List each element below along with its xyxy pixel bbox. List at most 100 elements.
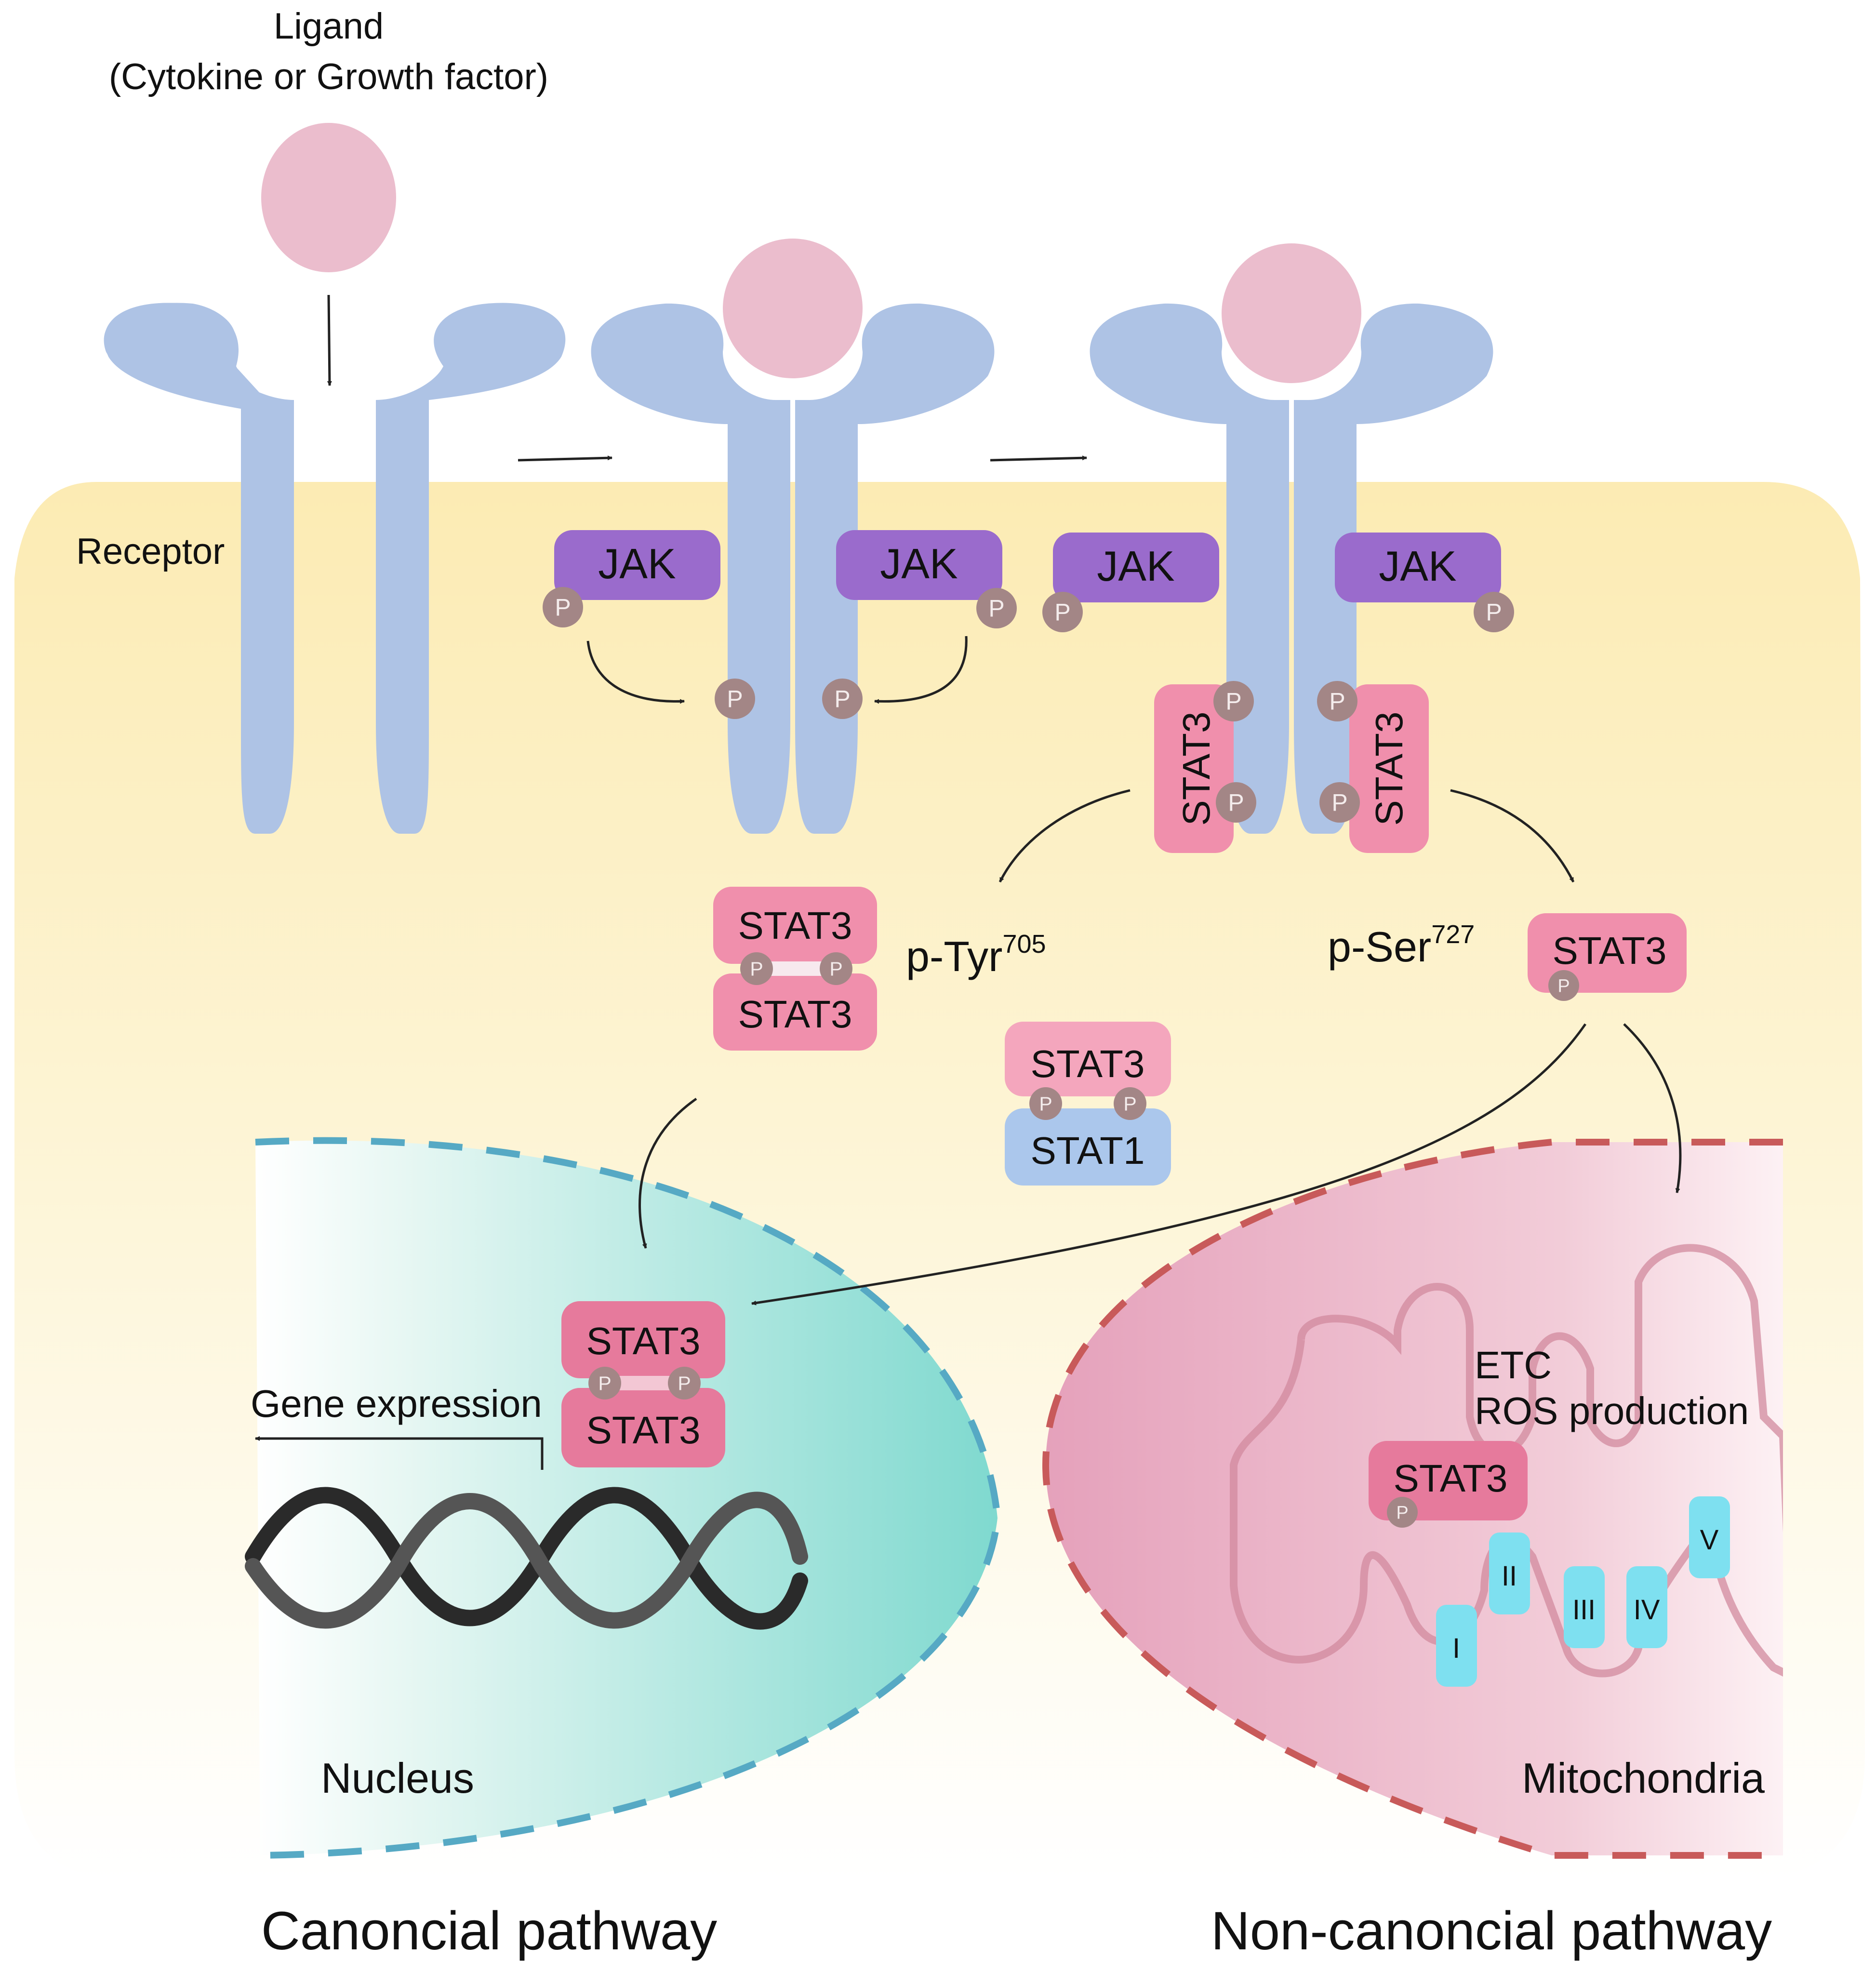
arrow-pser-to-mito xyxy=(1623,1023,1682,1193)
stat3-label: STAT3 xyxy=(1368,711,1410,826)
arrow-jak-left xyxy=(586,640,685,704)
jak-label: JAK xyxy=(880,540,958,587)
arrow-to-nucleus xyxy=(639,1097,697,1249)
phosphate-label: P xyxy=(750,958,763,980)
phosphate-label: P xyxy=(1225,688,1241,715)
ligand-bound-2 xyxy=(723,239,863,378)
jak-step2-right: JAK xyxy=(836,530,1002,600)
jak-label: JAK xyxy=(598,540,676,587)
jak-step3-left: JAK xyxy=(1053,533,1219,602)
phosphate-icon xyxy=(1042,592,1083,632)
etc-label: ETC xyxy=(1475,1344,1552,1386)
phosphate-label: P xyxy=(727,686,743,713)
phosphate-icon xyxy=(543,587,583,627)
phosphate-icon xyxy=(822,679,863,719)
phosphate-label: P xyxy=(1039,1093,1052,1115)
stat3-stat1-dimer: STAT3 STAT1 xyxy=(1005,1022,1171,1186)
complex-label: IV xyxy=(1634,1594,1660,1626)
phosphate-label: P xyxy=(1329,688,1345,715)
arrow-pser-to-nucleus xyxy=(751,1023,1587,1306)
stat3-label: STAT3 xyxy=(1175,711,1218,826)
stat3-nuclear-dimer: STAT3 STAT3 xyxy=(561,1301,725,1467)
phosphate-icon xyxy=(1029,1087,1062,1120)
pser727-label: p-Ser727 xyxy=(1328,920,1475,971)
pathway-arrows xyxy=(255,294,1682,1470)
stat3-label: STAT3 xyxy=(586,1409,700,1452)
ptyr705-label: p-Tyr705 xyxy=(906,930,1046,980)
arrow-gene-expression xyxy=(255,1436,544,1470)
ligand-bound-3 xyxy=(1222,243,1361,383)
stat3-label: STAT3 xyxy=(1393,1457,1507,1500)
jak-label: JAK xyxy=(1379,542,1456,590)
ros-label: ROS production xyxy=(1475,1389,1749,1432)
phosphate-label: P xyxy=(1331,789,1347,816)
arrow-step2 xyxy=(990,455,1087,462)
phosphate-icon xyxy=(820,952,852,985)
pser-sup: 727 xyxy=(1431,920,1475,949)
stat3-label: STAT3 xyxy=(586,1319,700,1362)
phosphate-icon xyxy=(1216,782,1256,823)
stat3-receptor-right: STAT3 xyxy=(1349,684,1429,853)
arrow-to-ptyr xyxy=(998,789,1131,883)
phosphate-icon xyxy=(1317,681,1357,721)
complex-iii: III xyxy=(1564,1566,1605,1648)
complex-label: I xyxy=(1452,1633,1460,1664)
nucleus-label: Nucleus xyxy=(321,1754,474,1802)
stat3-ptyr-dimer: STAT3 STAT3 xyxy=(713,887,877,1051)
phosphate-label: P xyxy=(1396,1503,1408,1523)
stat3-label: STAT3 xyxy=(738,993,852,1036)
mitochondria-label: Mitochondria xyxy=(1522,1754,1765,1802)
receptor-unbound xyxy=(104,303,566,834)
arrow-ligand-down xyxy=(327,294,332,386)
phosphate-label: P xyxy=(834,686,850,713)
stat3-label: STAT3 xyxy=(738,904,852,947)
phosphate-label: P xyxy=(1123,1093,1136,1115)
phosphate-icon xyxy=(1387,1497,1418,1528)
jak-step2-left: JAK xyxy=(554,530,720,600)
ligand-subtitle: (Cytokine or Growth factor) xyxy=(109,56,548,97)
phosphate-label: P xyxy=(1557,976,1570,996)
jak-step3-right: JAK xyxy=(1335,533,1501,602)
phosphate-label: P xyxy=(988,595,1004,622)
phosphate-icon xyxy=(740,952,773,985)
phosphate-label: P xyxy=(1228,789,1244,816)
stat3-label: STAT3 xyxy=(1552,929,1666,972)
complex-ii: II xyxy=(1489,1532,1530,1614)
phosphate-label: P xyxy=(555,594,571,621)
phosphate-label: P xyxy=(1486,599,1502,626)
arrow-step1 xyxy=(518,455,612,462)
phosphate-icon xyxy=(1319,782,1360,823)
phosphate-label: P xyxy=(678,1372,691,1394)
dna-helix xyxy=(245,1487,808,1630)
complex-label: V xyxy=(1700,1524,1719,1556)
complex-iv: IV xyxy=(1626,1566,1667,1648)
ligand-free xyxy=(261,123,396,272)
stat1-label: STAT1 xyxy=(1030,1129,1144,1172)
ptyr-sup: 705 xyxy=(1002,930,1046,959)
phosphate-label: P xyxy=(1054,599,1070,626)
phosphate-label: P xyxy=(829,958,842,980)
receptor-label: Receptor xyxy=(76,531,225,572)
stat3-receptor-left: STAT3 xyxy=(1154,684,1234,853)
complex-i: I xyxy=(1436,1605,1477,1687)
arrow-jak-right xyxy=(874,636,968,704)
phosphate-icon xyxy=(1474,592,1514,632)
canonical-pathway-title: Canoncial pathway xyxy=(261,1901,717,1961)
complex-label: II xyxy=(1502,1560,1517,1592)
phosphate-icon xyxy=(668,1367,701,1399)
phosphate-groups: P P P P P P P P P P P P P P P P P P xyxy=(543,587,1579,1528)
arrow-to-pser xyxy=(1450,789,1575,883)
ligand-title: Ligand xyxy=(274,6,384,47)
complex-label: III xyxy=(1572,1594,1596,1626)
phosphate-icon xyxy=(1213,681,1254,721)
jak-label: JAK xyxy=(1097,542,1174,590)
etc-complexes: I II III IV V xyxy=(1436,1496,1730,1687)
phosphate-icon xyxy=(1114,1087,1146,1120)
phosphate-label: P xyxy=(598,1372,611,1394)
phosphate-icon xyxy=(715,679,755,719)
pser-base: p-Ser xyxy=(1328,923,1431,971)
phosphate-icon xyxy=(588,1367,621,1399)
gene-expression-label: Gene expression xyxy=(251,1382,542,1425)
ptyr-base: p-Tyr xyxy=(906,933,1002,980)
